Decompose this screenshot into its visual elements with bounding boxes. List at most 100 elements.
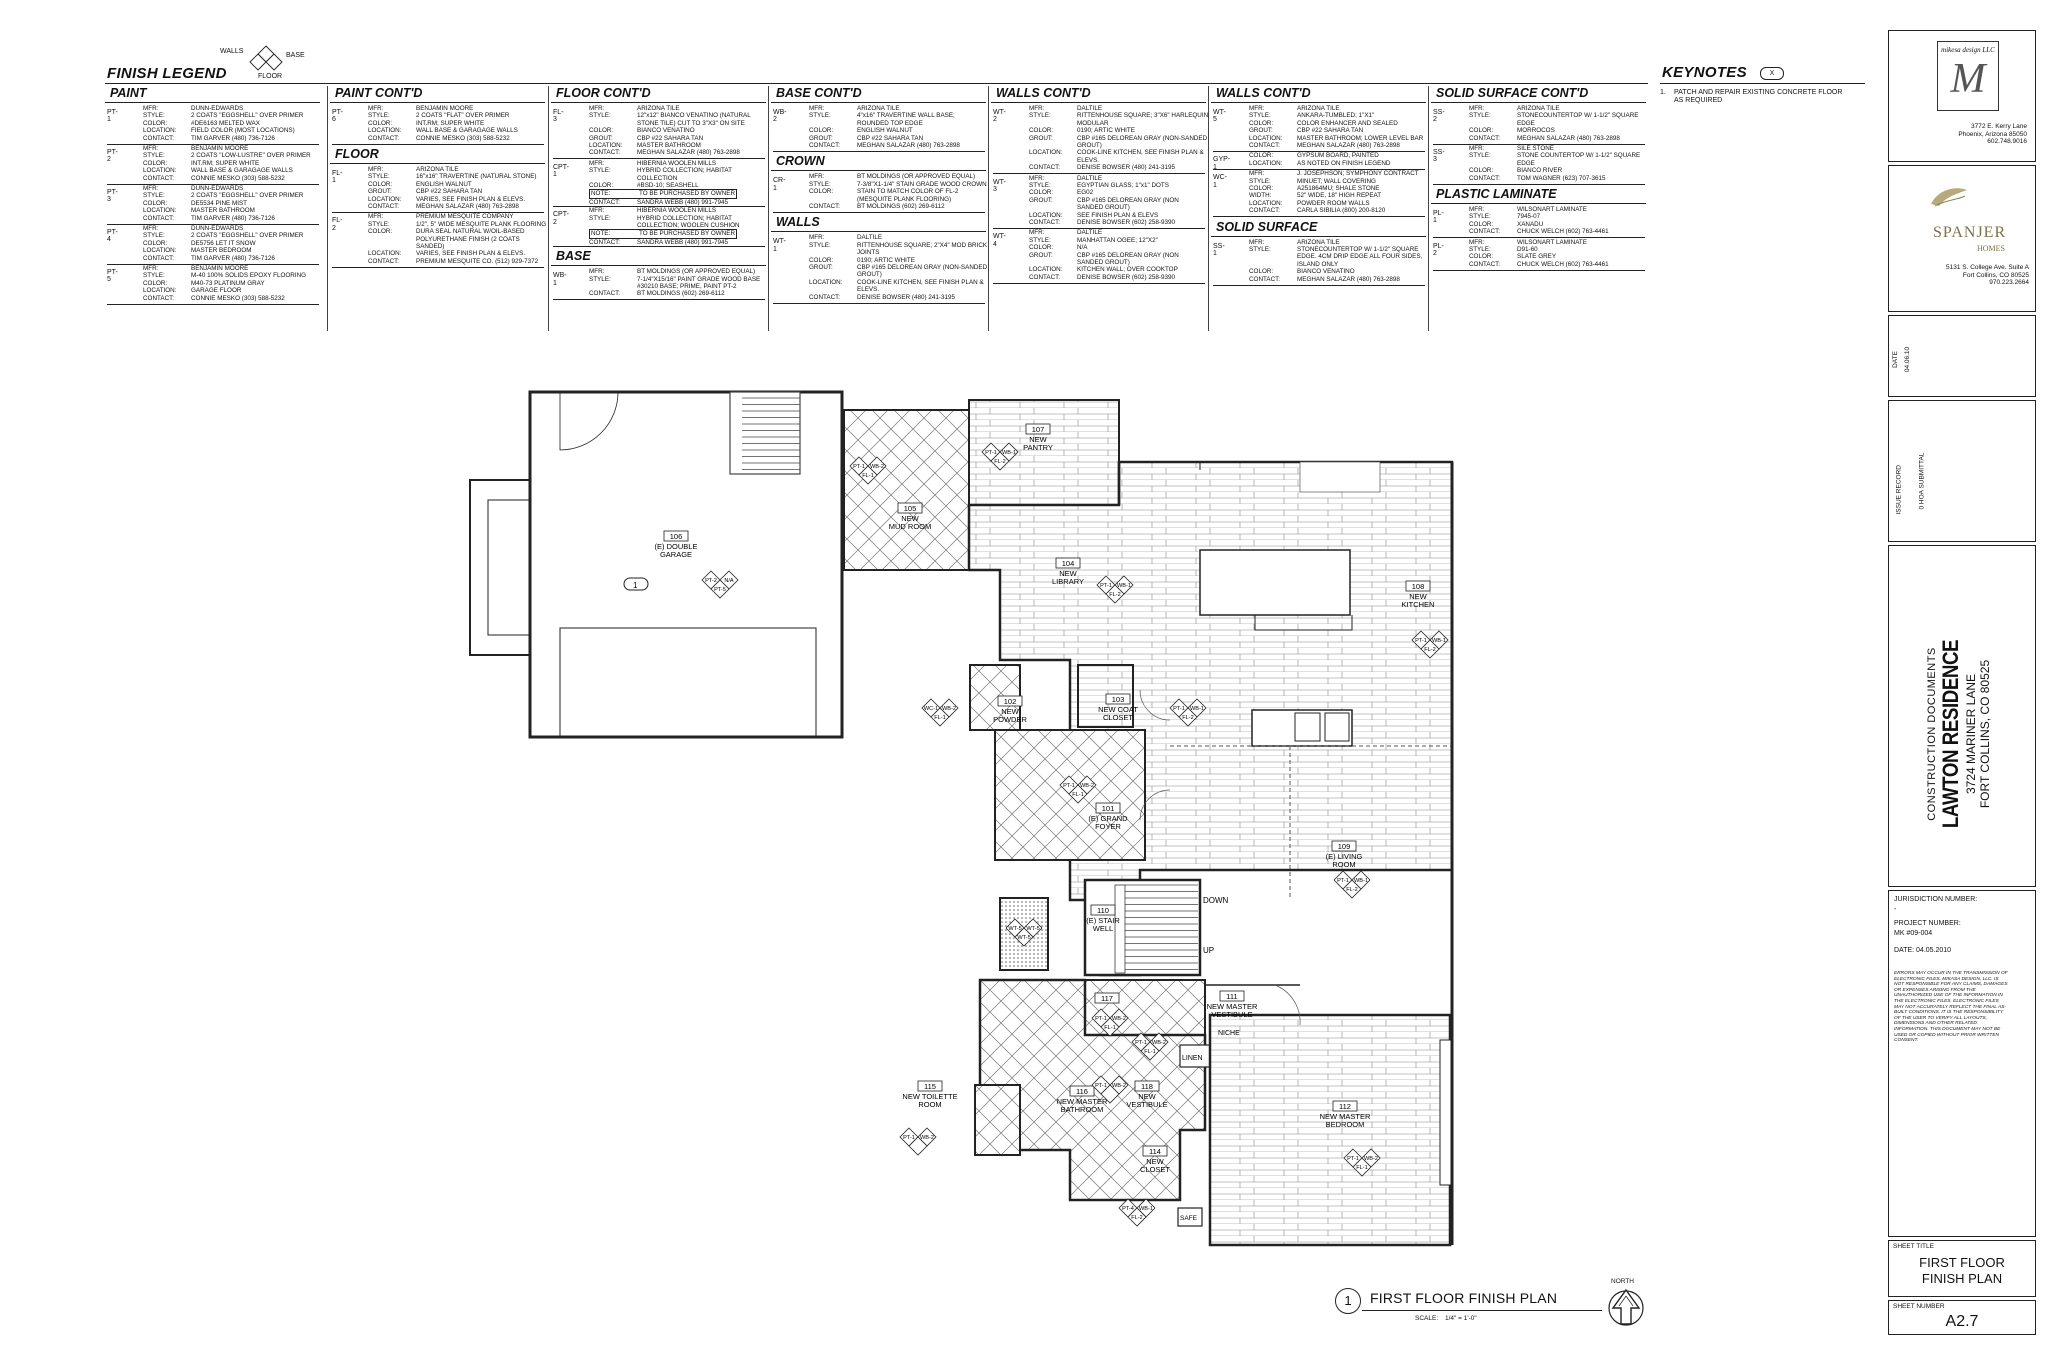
legend-entry-row: COLOR:DE5756 LET IT SNOW xyxy=(143,239,256,247)
room-name: (E) LIVING xyxy=(1326,852,1363,861)
legend-entry-code: PT-2 xyxy=(107,149,118,164)
legend-column-divider xyxy=(548,86,549,331)
legend-entry-row: GROUT:CBP #165 DELOREAN GRAY (NON xyxy=(1029,196,1179,204)
room-name: NEW xyxy=(1001,707,1019,716)
legend-entry-code: PT-6 xyxy=(332,109,343,124)
finish-tag-code: WC-1 xyxy=(924,706,938,712)
legend-entry-row: CONTACT:DENISE BOWSER (602) 258-9390 xyxy=(1029,273,1175,281)
legend-entry-row: CONTACT:CONNIE MESKO (303) 588-5232 xyxy=(143,174,285,182)
plan-title-text: FIRST FLOOR FINISH PLAN xyxy=(1370,1290,1558,1306)
legend-entry-row: COLOR:BIANCO VENATINO xyxy=(589,127,695,135)
legend-key-symbol xyxy=(249,45,283,71)
legend-section-title: FLOOR xyxy=(335,147,379,161)
room-name: NEW xyxy=(1029,435,1047,444)
legend-entry-row: MFR:BENJAMIN MOORE xyxy=(143,265,249,272)
legend-entry-row: COLOR:ENGLISH WALNUT xyxy=(368,180,472,188)
finish-tag-code: PT-1 xyxy=(985,450,997,456)
legend-entry-row: STYLE:STONE COUNTERTOP W/ 1-1/2" SQUARE xyxy=(1469,152,1641,160)
keynotes: KEYNOTES X 1. PATCH AND REPAIR EXISTING … xyxy=(1660,60,1880,120)
legend-section-title: BASE xyxy=(556,249,591,264)
project-text: CONSTRUCTION DOCUMENTS LAWTON RESIDENCE … xyxy=(1926,569,1992,899)
legend-entry-row: COLOR:INT.RM; SUPER WHITE xyxy=(368,119,485,127)
stair-well xyxy=(1083,878,1202,977)
legend-entry-row: STYLE:7-3/8"X1-1/4" STAIN GRADE WOOD CRO… xyxy=(809,180,987,188)
legend-section-title: SOLID SURFACE xyxy=(1216,219,1318,234)
project-name: LAWTON RESIDENCE xyxy=(1938,639,1963,829)
legend-entry-row: STYLE:RITTENHOUSE SQUARE; 3"X6" HARLEQUI… xyxy=(1029,112,1209,120)
legend-section-rule xyxy=(771,102,986,103)
legend-entry-code: WC-1 xyxy=(1213,174,1227,189)
legend-entry-code: SS-3 xyxy=(1433,149,1445,164)
legend-entry-row: SANDED) xyxy=(416,243,445,251)
legend-entry-code: PL-2 xyxy=(1433,242,1444,257)
project-box: CONSTRUCTION DOCUMENTS LAWTON RESIDENCE … xyxy=(1888,545,2036,887)
legend-section-title: PAINT xyxy=(110,86,147,100)
legend-entry-row: STYLE:STONECOUNTERTOP W/ 1-1/2" SQUARE xyxy=(1469,112,1639,120)
legend-entry-row: COLOR:SLATE GREY xyxy=(1469,253,1557,261)
title-block: mikesa design LLC M 3772 E. Kerry Lane P… xyxy=(1888,30,2036,1335)
legend-entry-row: LOCATION:KITCHEN WALL; OVER COOKTOP xyxy=(1029,266,1178,274)
legend-entry-row: MFR:HIBERNIA WOOLEN MILLS xyxy=(589,159,717,167)
legend-entry-row: CONTACT:DENISE BOWSER (602) 258-9390 xyxy=(1029,219,1175,227)
kitchen-island xyxy=(1199,549,1351,616)
room-name: ROOM xyxy=(918,1100,941,1109)
legend-entry-rule xyxy=(993,173,1205,175)
legend-entry-code: WT-1 xyxy=(773,238,786,253)
legend-entry-row: MFR:ARIZONA TILE xyxy=(1469,105,1560,112)
legend-entry-row: STYLE:2 COATS "EGGSHELL" OVER PRIMER xyxy=(143,112,304,120)
legend-entry-rule xyxy=(773,150,985,152)
finish-tag-code: FL-1 xyxy=(1104,1025,1116,1031)
legend-entry-row: MFR:DALTILE xyxy=(809,234,883,242)
legend-section-title: BASE CONT'D xyxy=(776,86,862,100)
legend-entry-row: NOTE:TO BE PURCHASED BY OWNER xyxy=(589,189,737,199)
legend-entry-row: MFR:PREMIUM MESQUITE COMPANY xyxy=(368,213,514,221)
legend-entry-row: COLOR:ENGLISH WALNUT xyxy=(809,127,913,135)
keynotes-title: KEYNOTES xyxy=(1662,64,1747,81)
legend-entry-row: STYLE:16"x16" TRAVERTINE (NATURAL STONE) xyxy=(368,173,537,181)
room-name: (E) DOUBLE xyxy=(655,542,698,551)
finish-tag-code: PT-1 xyxy=(1337,878,1349,884)
architect-logo: mikesa design LLC M xyxy=(1937,41,1999,111)
finish-tag-code: FL-2 xyxy=(1346,887,1358,893)
room-name: CLOSET xyxy=(1140,1165,1170,1174)
legend-entry-rule xyxy=(107,223,319,225)
legend-entry-row: EDGE xyxy=(1517,159,1535,167)
finish-tag-code: PT-4 xyxy=(1122,1206,1134,1212)
room-name: MUD ROOM xyxy=(889,522,932,531)
legend-entry-row: CONTACT:MEGHAN SALAZAR (480) 763-2898 xyxy=(1249,275,1400,283)
legend-entry-row: CONTACT:PREMIUM MESQUITE CO. (512) 929-7… xyxy=(368,257,539,265)
legend-entry-row: STYLE:1/2", 5" WIDE MESQUITE PLANK FLOOR… xyxy=(368,220,547,228)
north-label: NORTH xyxy=(1611,1278,1634,1285)
legend-entry-row: LOCATION:POWDER ROOM WALLS xyxy=(1249,199,1370,207)
legend-section-rule xyxy=(1211,102,1426,103)
legend-entry-rule xyxy=(1433,237,1645,239)
finish-tag-code: PT-1 xyxy=(1173,706,1185,712)
finish-tag-code: PT-2 xyxy=(705,578,717,584)
legend-entry-rule xyxy=(553,205,765,207)
island-ledge xyxy=(1254,615,1353,631)
date-value: 04.06.10 xyxy=(1904,346,1912,373)
room-number: 117 xyxy=(1101,994,1113,1003)
room-name: CLOSET xyxy=(1103,713,1133,722)
legend-entry-row: MFR:DALTILE xyxy=(1029,229,1103,237)
legend-entry-rule xyxy=(993,227,1205,229)
project-number-label: PROJECT NUMBER: xyxy=(1894,920,1961,927)
disclaimer: ERRORS MAY OCCUR IN THE TRANSMISSION OF … xyxy=(1894,971,2008,1044)
legend-entry-row: ELEVS. xyxy=(857,286,880,294)
legend-entry-row: MFR:DUNN-EDWARDS xyxy=(143,225,244,232)
legend-entry-rule xyxy=(1213,284,1425,286)
finish-tag-code: PT-1 xyxy=(1347,1156,1359,1162)
legend-entry-row: LOCATION:COOK-LINE KITCHEN, SEE FINISH P… xyxy=(809,278,984,286)
legend-top-rule xyxy=(105,83,1648,84)
room-number: 109 xyxy=(1338,842,1351,851)
legend-entry-code: CPT-2 xyxy=(553,211,569,226)
legend-entry-rule xyxy=(107,183,319,185)
legend-entry-row: COLLECTION; WOOLEN CUSHION xyxy=(637,222,740,229)
label-safe: SAFE xyxy=(1180,1215,1198,1222)
room-number: 111 xyxy=(1226,992,1237,1001)
